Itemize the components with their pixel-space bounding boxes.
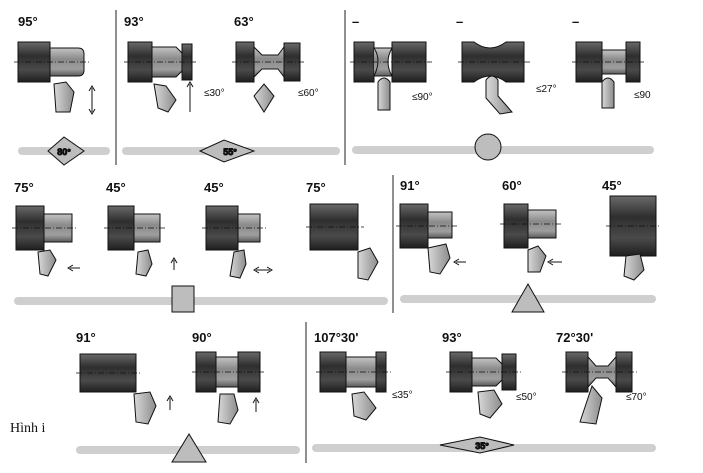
- approach-note: ≤50°: [516, 392, 537, 403]
- insert-angle-label: 35°: [475, 441, 489, 451]
- insert-round: [474, 133, 502, 161]
- tool-holder: [579, 384, 603, 425]
- tool-holder: [53, 81, 75, 113]
- angle-label: –: [352, 14, 359, 29]
- approach-note: ≤70°: [626, 392, 647, 403]
- inserts: 80° 55° 35°: [47, 133, 545, 463]
- approach-note: ≤27°: [536, 84, 557, 95]
- base-bar-r1p3: [352, 146, 654, 154]
- angle-label: 63°: [234, 14, 254, 29]
- insert-angle-label: 55°: [223, 147, 237, 157]
- workpiece: [503, 203, 557, 249]
- cutting-tools: [37, 75, 645, 425]
- feed-arrows: [67, 81, 562, 412]
- tool-holder: [427, 243, 451, 275]
- base-bar-r2p1: [14, 297, 388, 305]
- insert-square: [171, 285, 195, 313]
- tool-holder: [377, 77, 391, 111]
- angle-label: 93°: [124, 14, 144, 29]
- tool-holder: [217, 393, 239, 425]
- approach-note: ≤35°: [392, 390, 413, 401]
- tool-holder: [153, 83, 177, 113]
- tool-holder: [357, 247, 379, 281]
- angle-label: 72°30': [556, 330, 593, 345]
- insert-triangle: [511, 282, 545, 313]
- tool-holder: [527, 245, 547, 273]
- tool-holder: [253, 83, 275, 113]
- figure-caption: Hình i: [10, 421, 46, 436]
- insert-rhombus-55: 55°: [198, 139, 256, 163]
- tool-holder: [623, 253, 645, 281]
- approach-note: ≤30°: [204, 88, 225, 99]
- angle-label: 95°: [18, 14, 38, 29]
- angle-label: 93°: [442, 330, 462, 345]
- insert-rhombus-35: 35°: [439, 436, 515, 454]
- tool-holder: [477, 389, 503, 419]
- tool-holder: [133, 391, 157, 425]
- insert-angle-label: 80°: [57, 147, 71, 157]
- angle-label: 91°: [76, 330, 96, 345]
- angle-label: 107°30': [314, 330, 358, 345]
- angle-labels: 95° 93° 63° – – – 75° 45° 45° 75° 91° 60…: [14, 14, 622, 345]
- angle-label: 45°: [602, 178, 622, 193]
- tool-holder: [351, 391, 377, 421]
- tool-holder: [135, 249, 153, 277]
- angle-label: 45°: [106, 180, 126, 195]
- angle-label: –: [456, 14, 463, 29]
- insert-rhombus-80: 80°: [47, 136, 85, 166]
- tool-holder: [601, 77, 615, 109]
- tool-holder: [485, 75, 513, 115]
- tool-holder: [229, 249, 247, 279]
- angle-label: 91°: [400, 178, 420, 193]
- centerlines: [12, 61, 660, 374]
- approach-note: ≤60°: [298, 88, 319, 99]
- panel-dividers: [115, 10, 394, 463]
- approach-note: ≤90°: [412, 92, 433, 103]
- angle-label: 60°: [502, 178, 522, 193]
- insert-triangle: [171, 433, 207, 463]
- approach-notes: ≤30° ≤60° ≤90° ≤27° ≤90 ≤35° ≤50° ≤70°: [204, 84, 651, 403]
- angle-label: 75°: [14, 180, 34, 195]
- angle-label: 75°: [306, 180, 326, 195]
- angle-label: 90°: [192, 330, 212, 345]
- approach-note: ≤90: [634, 90, 651, 101]
- angle-label: –: [572, 14, 579, 29]
- angle-label: 45°: [204, 180, 224, 195]
- tool-holder: [37, 249, 57, 277]
